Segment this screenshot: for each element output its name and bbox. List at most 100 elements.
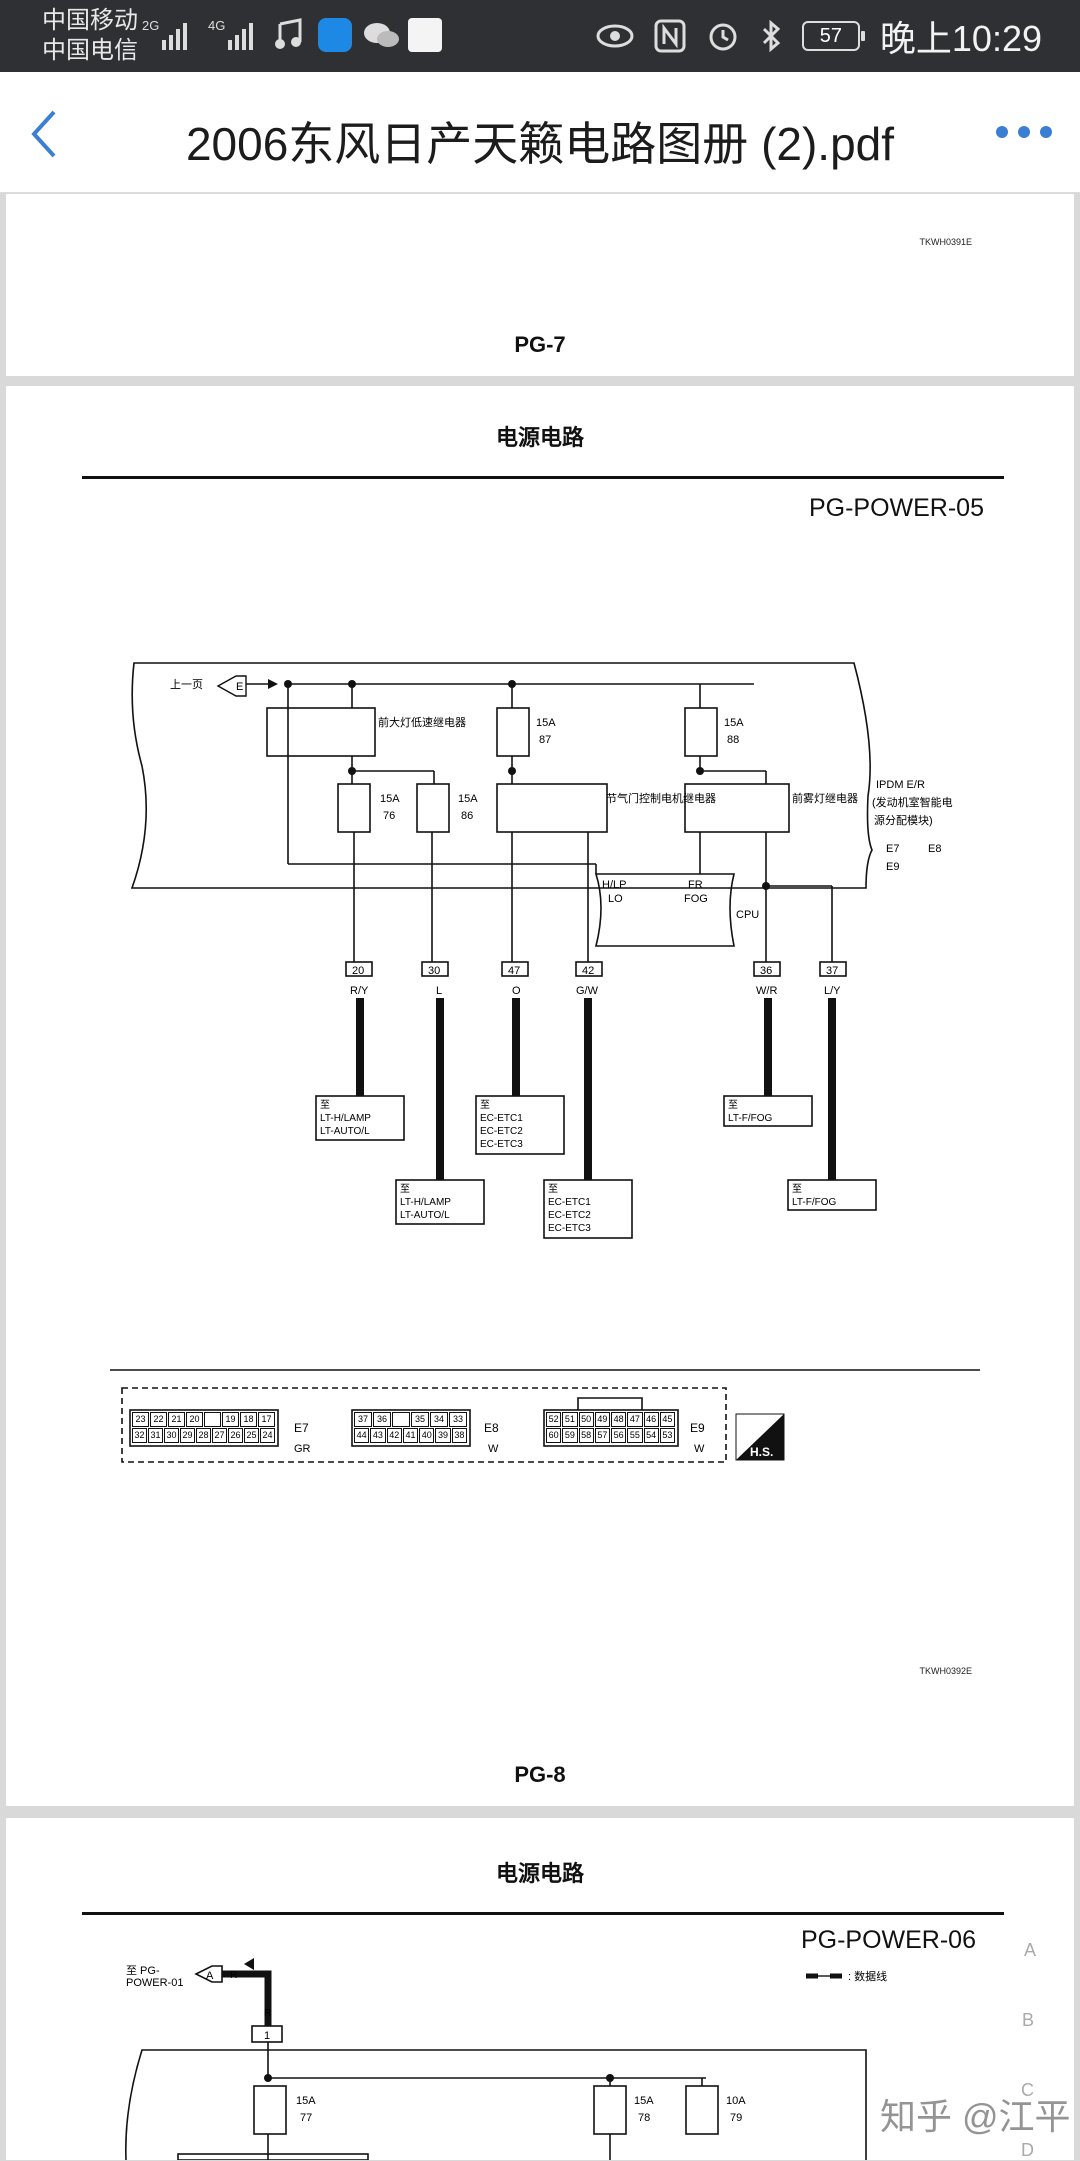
connector-pin: 49 xyxy=(594,1412,610,1427)
clock: 晚上10:29 xyxy=(879,18,1042,59)
pin-47: 47 xyxy=(508,965,520,977)
signal-icon-2: 4G xyxy=(208,18,253,50)
connector-pin: 60 xyxy=(546,1428,562,1443)
connector-pin: 44 xyxy=(354,1428,370,1443)
margin-letter-a: A xyxy=(1023,1940,1036,1960)
connector-pin: 28 xyxy=(196,1428,211,1443)
page-number: PG-8 xyxy=(514,1762,566,1787)
cpu-fog: FOG xyxy=(684,893,708,905)
connector-pin: 48 xyxy=(611,1412,627,1427)
connector-pin: 37 xyxy=(354,1412,372,1427)
to-label-2: POWER-01 xyxy=(126,1977,183,1989)
connector-pin: 18 xyxy=(240,1412,257,1427)
nfc-icon xyxy=(654,19,686,53)
connector-pin: 38 xyxy=(451,1428,467,1443)
pin-30: 30 xyxy=(428,965,440,977)
pin-1: 1 xyxy=(264,2030,270,2042)
connector-pin: 40 xyxy=(419,1428,435,1443)
module-desc-1: (发动机室智能电 xyxy=(872,795,953,809)
pin-37: 37 xyxy=(826,965,838,977)
connector-pin: 20 xyxy=(186,1412,203,1427)
music-icon xyxy=(275,18,302,49)
margin-letter-b: B xyxy=(1021,2010,1034,2030)
dest-to-4: 至 xyxy=(548,1183,558,1195)
connector-pin: 45 xyxy=(659,1412,675,1427)
page-code: TKWH0392E xyxy=(919,1666,972,1676)
shield-app-icon xyxy=(318,18,352,52)
wire-gw: G/W xyxy=(576,985,599,997)
connector-pin: 36 xyxy=(373,1412,391,1427)
fuse-77-num: 77 xyxy=(300,2112,312,2124)
pdf-page-pg8[interactable]: 电源电路 PG-POWER-05 xyxy=(6,386,1074,1806)
fuse-76-amp: 15A xyxy=(380,793,400,805)
pin-42: 42 xyxy=(582,965,594,977)
page-code: TKWH0391E xyxy=(919,237,972,247)
diagram-labels: 上一页 E 前大灯低速继电器 节气门控制电机继电器 前雾灯继电器 15A 87 … xyxy=(170,678,953,1459)
pdf-page-pg7[interactable]: TKWH0391E PG-7 xyxy=(6,194,1074,376)
dest-etc3-b: EC-ETC3 xyxy=(548,1223,591,1234)
prev-page-label: 上一页 xyxy=(170,678,203,691)
connector-pin: 30 xyxy=(164,1428,179,1443)
connector-pin: 33 xyxy=(449,1412,467,1427)
connector-pin: 52 xyxy=(546,1412,562,1427)
cpu-lo: LO xyxy=(608,893,623,905)
wiring-diagram xyxy=(110,662,980,1463)
connector-pin: 29 xyxy=(180,1428,195,1443)
connector-pin: 51 xyxy=(562,1412,578,1427)
fuse-78-num: 78 xyxy=(638,2112,650,2124)
connector-pin: 47 xyxy=(627,1412,643,1427)
fuse-79-amp: 10A xyxy=(726,2095,746,2107)
relay-fog-label: 前雾灯继电器 xyxy=(792,791,858,805)
bluetooth-icon xyxy=(762,19,781,53)
hs-label: H.S. xyxy=(750,1445,773,1459)
relay-throttle-label: 节气门控制电机继电器 xyxy=(606,791,716,805)
more-options-icon[interactable] xyxy=(994,122,1054,142)
dest-etc3-a: EC-ETC3 xyxy=(480,1139,523,1150)
connector-pin: 26 xyxy=(228,1428,243,1443)
pin-36: 36 xyxy=(760,965,772,977)
connector-pin: 54 xyxy=(643,1428,659,1443)
connector-pin: 50 xyxy=(578,1412,594,1427)
module-conn-e9: E9 xyxy=(886,861,899,873)
fuse-86-num: 86 xyxy=(461,810,473,822)
back-icon[interactable] xyxy=(22,102,82,162)
carrier-1: 中国移动 xyxy=(42,7,138,34)
net-type-1: 2G xyxy=(142,18,159,33)
module-name: IPDM E/R xyxy=(876,779,925,791)
fuse-88-num: 88 xyxy=(727,734,739,746)
connector-pin: 42 xyxy=(386,1428,402,1443)
section-rule xyxy=(82,476,1004,479)
connector-pin xyxy=(204,1412,221,1427)
fuse-88-amp: 15A xyxy=(724,717,744,729)
dest-lamp1-a: LT-H/LAMP xyxy=(320,1113,371,1124)
data-line-legend: : 数据线 xyxy=(848,1969,887,1983)
connector-pin: 39 xyxy=(435,1428,451,1443)
dest-lamp2-b: LT-AUTO/L xyxy=(400,1210,450,1221)
pdf-page-pg9[interactable]: 电源电路 PG-POWER-06 至 PG- POWER-01 A R xyxy=(6,1818,1074,2160)
connector-pin: 27 xyxy=(212,1428,227,1443)
dest-etc1-b: EC-ETC1 xyxy=(548,1197,591,1208)
net-type-2: 4G xyxy=(208,18,225,33)
alarm-icon xyxy=(709,23,737,51)
e7-label: E7 xyxy=(294,1421,309,1435)
dest-to-5: 至 xyxy=(728,1099,738,1111)
margin-letter-c: C xyxy=(1021,2080,1034,2100)
fuse-87-amp: 15A xyxy=(536,717,556,729)
dest-etc1-a: EC-ETC1 xyxy=(480,1113,523,1124)
connector-pin: 34 xyxy=(430,1412,448,1427)
connector-pin: 59 xyxy=(562,1428,578,1443)
connector-pin: 31 xyxy=(148,1428,163,1443)
carrier-labels: 中国移动 中国电信 xyxy=(42,6,138,66)
fuse-79-num: 79 xyxy=(730,2112,742,2124)
wiring-diagram-2: 至 PG- POWER-01 A R R 1 : 数据线 15A 77 15A … xyxy=(125,1958,887,2160)
connector-pin: 23 xyxy=(132,1412,149,1427)
dest-etc2-b: EC-ETC2 xyxy=(548,1210,591,1221)
wire-o: O xyxy=(512,985,521,997)
status-right: 57 晚上10:29 xyxy=(596,0,1042,72)
cpu-hlp: H/LP xyxy=(602,879,626,891)
prev-connector: E xyxy=(236,681,243,693)
connector-pin xyxy=(392,1412,410,1427)
cpu-fr: FR xyxy=(688,879,703,891)
watermark: 知乎 @江平 xyxy=(880,2096,1071,2137)
app-header: 2006东风日产天籁电路图册 (2).pdf xyxy=(0,72,1080,193)
